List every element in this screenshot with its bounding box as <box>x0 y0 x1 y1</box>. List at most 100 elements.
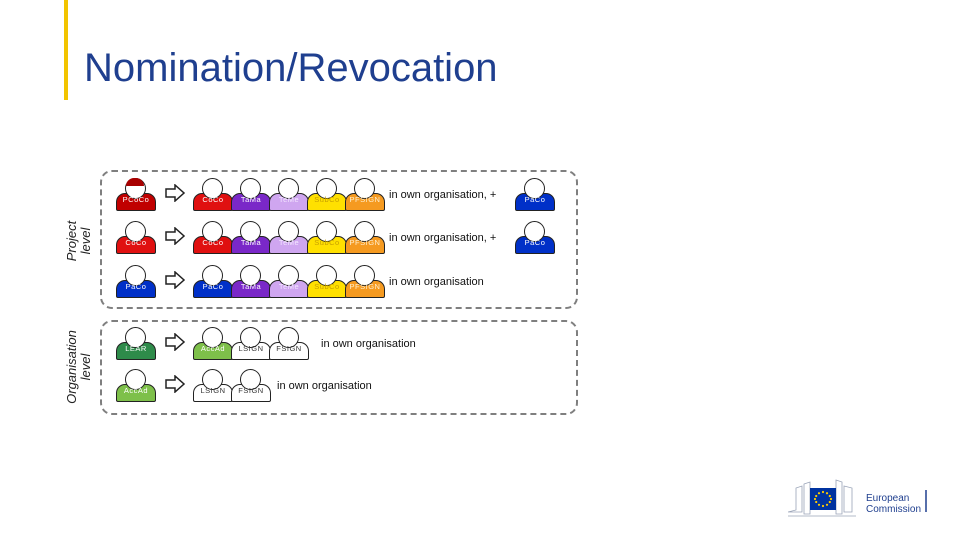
target-person-1-2: TeMe <box>269 221 309 255</box>
row-note: in own organisation, + <box>389 232 497 244</box>
organisation-level-panel <box>100 320 578 415</box>
person-head <box>316 265 337 286</box>
role-label: LSIGN <box>200 386 226 395</box>
target-person-2-4: PFSIGN <box>345 265 385 299</box>
person-head <box>125 221 146 242</box>
target-person-4-1: FSIGN <box>231 369 271 403</box>
role-label: LEAR <box>125 344 147 353</box>
role-label: TaMa <box>240 195 262 204</box>
role-label: FSIGN <box>276 344 302 353</box>
person-head <box>278 221 299 242</box>
role-label: TeMe <box>278 195 300 204</box>
target-person-2-3: SubCo <box>307 265 347 299</box>
target-person-3-2: FSIGN <box>269 327 309 361</box>
person-head <box>524 221 545 242</box>
logo-line1: European <box>866 493 910 504</box>
person-head <box>202 221 223 242</box>
person-head <box>278 327 299 348</box>
target-person-0-2: TeMe <box>269 178 309 212</box>
person-head <box>240 178 261 199</box>
extra-person-0: PaCo <box>515 178 555 212</box>
target-person-2-2: TeMe <box>269 265 309 299</box>
eu-flag-icon <box>810 488 836 510</box>
target-person-1-3: SubCo <box>307 221 347 255</box>
target-person-0-4: PFSIGN <box>345 178 385 212</box>
role-label: PaCo <box>524 238 546 247</box>
target-person-0-0: CoCo <box>193 178 233 212</box>
role-label: PaCo <box>202 282 224 291</box>
arrow-right-icon <box>165 184 185 202</box>
person-head <box>240 327 261 348</box>
role-label: TaMa <box>240 238 262 247</box>
role-label: AccAd <box>123 386 149 395</box>
person-head <box>202 369 223 390</box>
extra-person-1: PaCo <box>515 221 555 255</box>
role-label: CoCo <box>202 238 224 247</box>
target-person-3-1: LSIGN <box>231 327 271 361</box>
arrow-right-icon <box>165 271 185 289</box>
person-head <box>278 265 299 286</box>
source-person-0: PCoCo <box>116 178 156 212</box>
organisation-level-label: Organisation level <box>64 323 95 411</box>
role-label: CoCo <box>202 195 224 204</box>
role-label: SubCo <box>314 238 340 247</box>
target-person-2-1: TaMa <box>231 265 271 299</box>
person-head <box>125 265 146 286</box>
project-level-panel <box>100 170 578 309</box>
row-note: in own organisation <box>321 338 416 350</box>
person-head <box>240 265 261 286</box>
person-head <box>278 178 299 199</box>
accent-bar <box>64 0 68 100</box>
role-label: CoCo <box>125 238 147 247</box>
project-level-label: Project level <box>64 201 95 281</box>
person-head <box>125 369 146 390</box>
target-person-1-0: CoCo <box>193 221 233 255</box>
person-head <box>202 327 223 348</box>
person-head <box>316 221 337 242</box>
target-person-3-0: AccAd <box>193 327 233 361</box>
source-person-2: PaCo <box>116 265 156 299</box>
arrow-right-icon <box>165 227 185 245</box>
role-label: PaCo <box>524 195 546 204</box>
person-head <box>524 178 545 199</box>
row-note: in own organisation, + <box>389 189 497 201</box>
person-head <box>354 221 375 242</box>
role-label: TeMe <box>278 238 300 247</box>
role-label: TaMa <box>240 282 262 291</box>
source-person-4: AccAd <box>116 369 156 403</box>
target-person-1-1: TaMa <box>231 221 271 255</box>
source-person-3: LEAR <box>116 327 156 361</box>
role-label: LSIGN <box>238 344 264 353</box>
role-label: PCoCo <box>122 195 150 204</box>
person-head <box>354 265 375 286</box>
logo-text: European Commission <box>866 493 921 515</box>
role-label: PaCo <box>125 282 147 291</box>
person-head <box>202 178 223 199</box>
role-label: PFSIGN <box>349 282 381 291</box>
target-person-1-4: PFSIGN <box>345 221 385 255</box>
person-head <box>240 221 261 242</box>
page-title: Nomination/Revocation <box>84 46 498 90</box>
person-head <box>354 178 375 199</box>
organisation-level-text: Organisation level <box>64 330 93 404</box>
role-label: FSIGN <box>238 386 264 395</box>
person-hair <box>126 178 144 186</box>
role-label: SubCo <box>314 282 340 291</box>
arrow-right-icon <box>165 333 185 351</box>
row-note: in own organisation <box>389 276 484 288</box>
target-person-0-3: SubCo <box>307 178 347 212</box>
person-head <box>240 369 261 390</box>
logo-line2: Commission <box>866 504 922 515</box>
person-head <box>316 178 337 199</box>
source-person-1: CoCo <box>116 221 156 255</box>
role-label: PFSIGN <box>349 195 381 204</box>
person-head <box>125 327 146 348</box>
person-head <box>202 265 223 286</box>
role-label: PFSIGN <box>349 238 381 247</box>
target-person-2-0: PaCo <box>193 265 233 299</box>
european-commission-logo <box>788 479 927 517</box>
target-person-4-0: LSIGN <box>193 369 233 403</box>
arrow-right-icon <box>165 375 185 393</box>
project-level-text: Project level <box>64 220 93 262</box>
role-label: AccAd <box>200 344 226 353</box>
